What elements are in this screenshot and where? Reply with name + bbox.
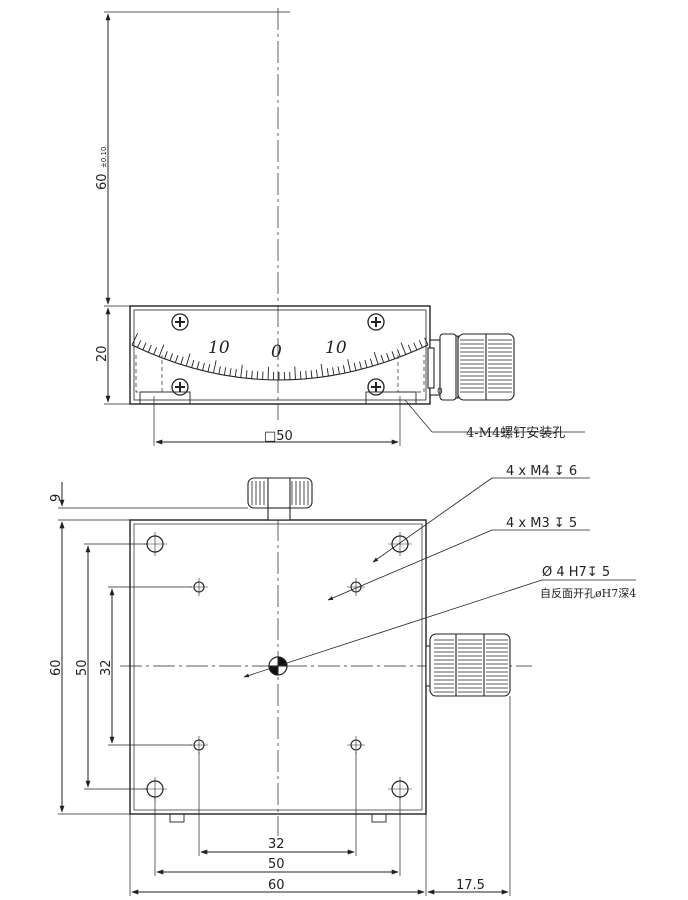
square-50-label: □50 xyxy=(264,429,293,444)
knob-zero-mark: 0 xyxy=(437,387,443,397)
adjustment-knob-front xyxy=(427,333,515,401)
front-view xyxy=(104,8,585,446)
callout-m4-text: 4 x M4 ↧ 6 xyxy=(506,464,577,479)
callout-pin-text: Ø 4 H7↧ 5 xyxy=(542,565,610,580)
screw-bottom-right xyxy=(367,378,385,396)
height-60-label: 60 xyxy=(95,173,110,190)
bottom-32-label: 32 xyxy=(268,837,285,852)
mount-hole-note: 4-M4螺钉安装孔 xyxy=(466,426,565,441)
screw-top-left xyxy=(171,313,189,331)
scale-ticks xyxy=(131,333,429,380)
hole-50-label: 50 xyxy=(75,659,90,676)
overall-60-label: 60 xyxy=(49,659,64,676)
adjustment-knob-top xyxy=(247,477,313,521)
height-20-label: 20 xyxy=(95,345,110,362)
bottom-60-label: 60 xyxy=(268,878,285,893)
callout-pin-note: 自反面开孔øH7深4 xyxy=(540,587,636,600)
knob-gap-9-label: 9 xyxy=(49,494,64,502)
callout-pin-leader xyxy=(243,579,543,678)
m3-holes xyxy=(190,578,365,754)
bottom-50-label: 50 xyxy=(268,857,285,872)
scale-label-left: 10 xyxy=(208,338,230,358)
callout-m3-leader xyxy=(327,529,493,601)
knob-offset-label: 17.5 xyxy=(456,878,485,893)
inner-32-label: 32 xyxy=(99,659,114,676)
adjustment-knob-right xyxy=(425,633,511,697)
scale-label-right: 10 xyxy=(325,338,347,358)
screw-top-right xyxy=(367,313,385,331)
scale-label-center: 0 xyxy=(271,342,282,362)
height-tolerance-label: ±0.10 xyxy=(100,147,108,168)
callout-m3-text: 4 x M3 ↧ 5 xyxy=(506,516,577,531)
screw-bottom-left xyxy=(171,378,189,396)
callout-m4-leader xyxy=(372,477,493,563)
top-view xyxy=(58,477,636,896)
